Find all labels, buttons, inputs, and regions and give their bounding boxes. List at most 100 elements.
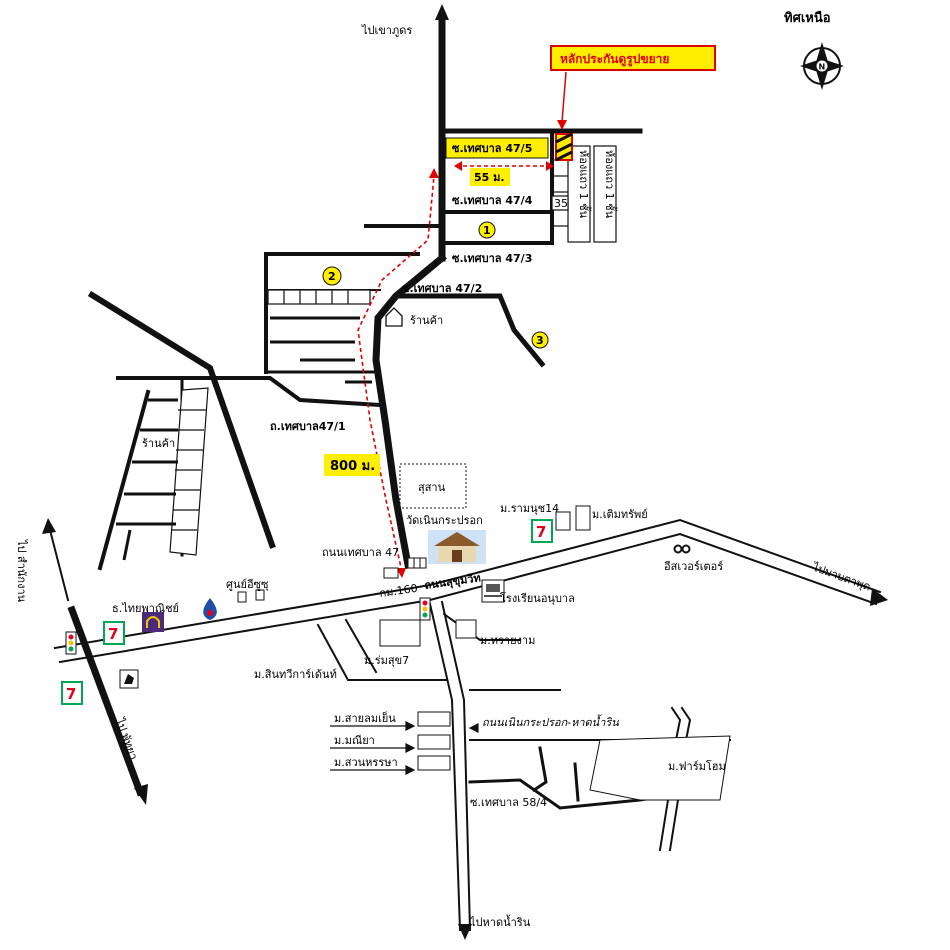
- dir-ban-chang: ไป สำนักงาน: [15, 539, 28, 603]
- traffic-light-icon-1: [419, 597, 431, 621]
- dist-800-label: 800 ม.: [330, 459, 375, 474]
- property-marker[interactable]: [555, 132, 573, 162]
- callout-box: [550, 45, 716, 71]
- school-label: โรงเรียนอนุบาล: [500, 591, 575, 605]
- marker-3[interactable]: 3: [531, 331, 549, 349]
- shop-label-1: ร้านค้า: [410, 314, 443, 327]
- svg-text:7: 7: [536, 523, 546, 541]
- center-box-icon: [237, 589, 265, 603]
- gate-icon: [407, 557, 427, 569]
- soi-47-3-label: ซ.เทศบาล 47/3: [452, 252, 532, 265]
- callout-pointer: [561, 71, 567, 123]
- marker-1[interactable]: 1: [478, 221, 496, 239]
- road-to-ban-chang: [48, 528, 70, 602]
- bank-label: ธ.ไทยพาณิชย์: [112, 602, 179, 615]
- row-house-block-2: [593, 145, 617, 243]
- m-sintawee-label: ม.สินทวีการ์เด้นท์: [254, 668, 337, 681]
- soi-58-4-branch: [531, 746, 548, 793]
- dir-khao-phu: ไปเขาภูดร: [361, 24, 412, 37]
- svg-text:7: 7: [66, 685, 76, 703]
- svg-text:7: 7: [108, 625, 118, 643]
- arrow-map-ta-phut: [870, 588, 888, 606]
- route-path: [357, 165, 552, 573]
- lot-arrows: [330, 721, 479, 775]
- dir-hat-nam-rin: ไปหาดน้ำริน: [469, 914, 531, 929]
- row-house-block-1: [567, 145, 591, 243]
- m-ramnuch-label: ม.รามนุช14: [500, 502, 559, 515]
- diagonal-left-road: [87, 290, 276, 549]
- m-sailom-label: ม.สายลมเย็น: [334, 711, 396, 725]
- callout-text: หลักประกันดูรูปขยาย: [560, 52, 669, 67]
- m-suan-label: ม.สวนหรรษา: [334, 756, 398, 769]
- dist-55-label: 55 ม.: [474, 171, 505, 184]
- temple-label: วัดเนินกระปรอก: [406, 514, 483, 527]
- m-maneeya-label: ม.มณียา: [334, 734, 375, 747]
- left-block-edge-2: [97, 389, 151, 571]
- km-marker-label: กม.160: [379, 582, 419, 600]
- north-label: ทิศเหนือ: [784, 10, 831, 26]
- school-icon: [481, 579, 505, 603]
- compass-n: N: [819, 63, 826, 72]
- left-block-road: [264, 252, 420, 374]
- road-47-1: [116, 376, 383, 408]
- dir-map-ta-phut: ไปมาบตาพุด: [810, 560, 872, 593]
- arrow-ban-chang: [42, 518, 56, 534]
- arrow-pattaya: [134, 784, 148, 805]
- side-road-a: [316, 623, 447, 681]
- sukhumvit-road-top: [53, 518, 882, 650]
- soi-47-2-road: [393, 293, 546, 368]
- seven-eleven-icon-3: 7: [61, 681, 83, 705]
- road-47-label: ถนนเทศบาล 47: [322, 546, 399, 559]
- road-to-pattaya: [67, 605, 145, 797]
- m-farm-label: ม.ฟาร์มโฮม: [668, 759, 726, 773]
- row-house-label-2: ห้องแถว 1 ชั้น: [603, 150, 618, 219]
- arrow-north: [435, 4, 449, 20]
- roads: [42, 4, 888, 940]
- road-hat-nam-rin-left: [428, 602, 462, 932]
- soi-47-5-box: [445, 137, 549, 159]
- soi-58-4-label: ซ.เทศบาล 58/4: [470, 796, 547, 809]
- dist-55-box: [470, 168, 510, 186]
- side-road-b: [344, 618, 378, 674]
- temple-icon: [428, 530, 486, 564]
- road-47-1-label: ถ.เทศบาล47/1: [270, 420, 346, 433]
- dist-800-box: [324, 454, 380, 476]
- soi-47-5-label: ซ.เทศบาล 47/5: [452, 142, 532, 155]
- lot-row-upper: [267, 289, 371, 305]
- route-arrow-up: [429, 168, 439, 178]
- cemetery-label: สุสาน: [418, 481, 446, 494]
- seven-eleven-icon-2: 7: [103, 621, 125, 645]
- svg-text:3: 3: [536, 334, 544, 347]
- route-arrow-left: [454, 161, 462, 171]
- easy-water-label: อีสเวอร์เตอร์: [664, 560, 724, 573]
- building-blocks: [379, 505, 731, 801]
- cemetery-area: [399, 463, 467, 509]
- soi-47-2-label: ซ.เทศบาล 47/2: [402, 282, 482, 295]
- road-hat-nam-rin-right: [440, 600, 472, 932]
- center-label: ศูนย์อีซูซุ: [226, 578, 269, 591]
- soi-58-4-branch-2: [573, 762, 580, 802]
- shop-icon: [385, 307, 403, 327]
- traffic-light-icon-2: [65, 631, 77, 655]
- shop-label-2: ร้านค้า: [142, 437, 175, 450]
- easy-water-icon: [673, 544, 691, 554]
- arrow-hat-nam-rin: [458, 924, 472, 940]
- road-47-main: [372, 253, 447, 570]
- m-sai-ngam-label: ม.ทรายงาม: [480, 634, 535, 647]
- row-house-label-1: ห้องแถว 1 ชั้น: [577, 150, 592, 219]
- hatched-lots: [116, 145, 617, 561]
- seven-eleven-icon-1: 7: [531, 519, 553, 543]
- sukhumvit-road-bottom: [58, 532, 878, 664]
- compass-icon: N: [800, 42, 844, 90]
- noen-road-label: ถนนเนินกระปรอก-หาดน้ำริน: [482, 714, 619, 729]
- m-temsap-label: ม.เติมทรัพย์: [592, 508, 648, 521]
- gate-icon-2: [383, 567, 399, 579]
- room-35-label: 35: [554, 197, 568, 210]
- callout-pointer-head: [557, 120, 567, 130]
- m-romsuk-label: ม.ร่มสุข7: [364, 654, 409, 667]
- svg-text:2: 2: [328, 270, 336, 283]
- marker-2[interactable]: 2: [322, 266, 342, 286]
- gas-station-icon: [203, 598, 217, 620]
- misc-icon: [119, 669, 139, 689]
